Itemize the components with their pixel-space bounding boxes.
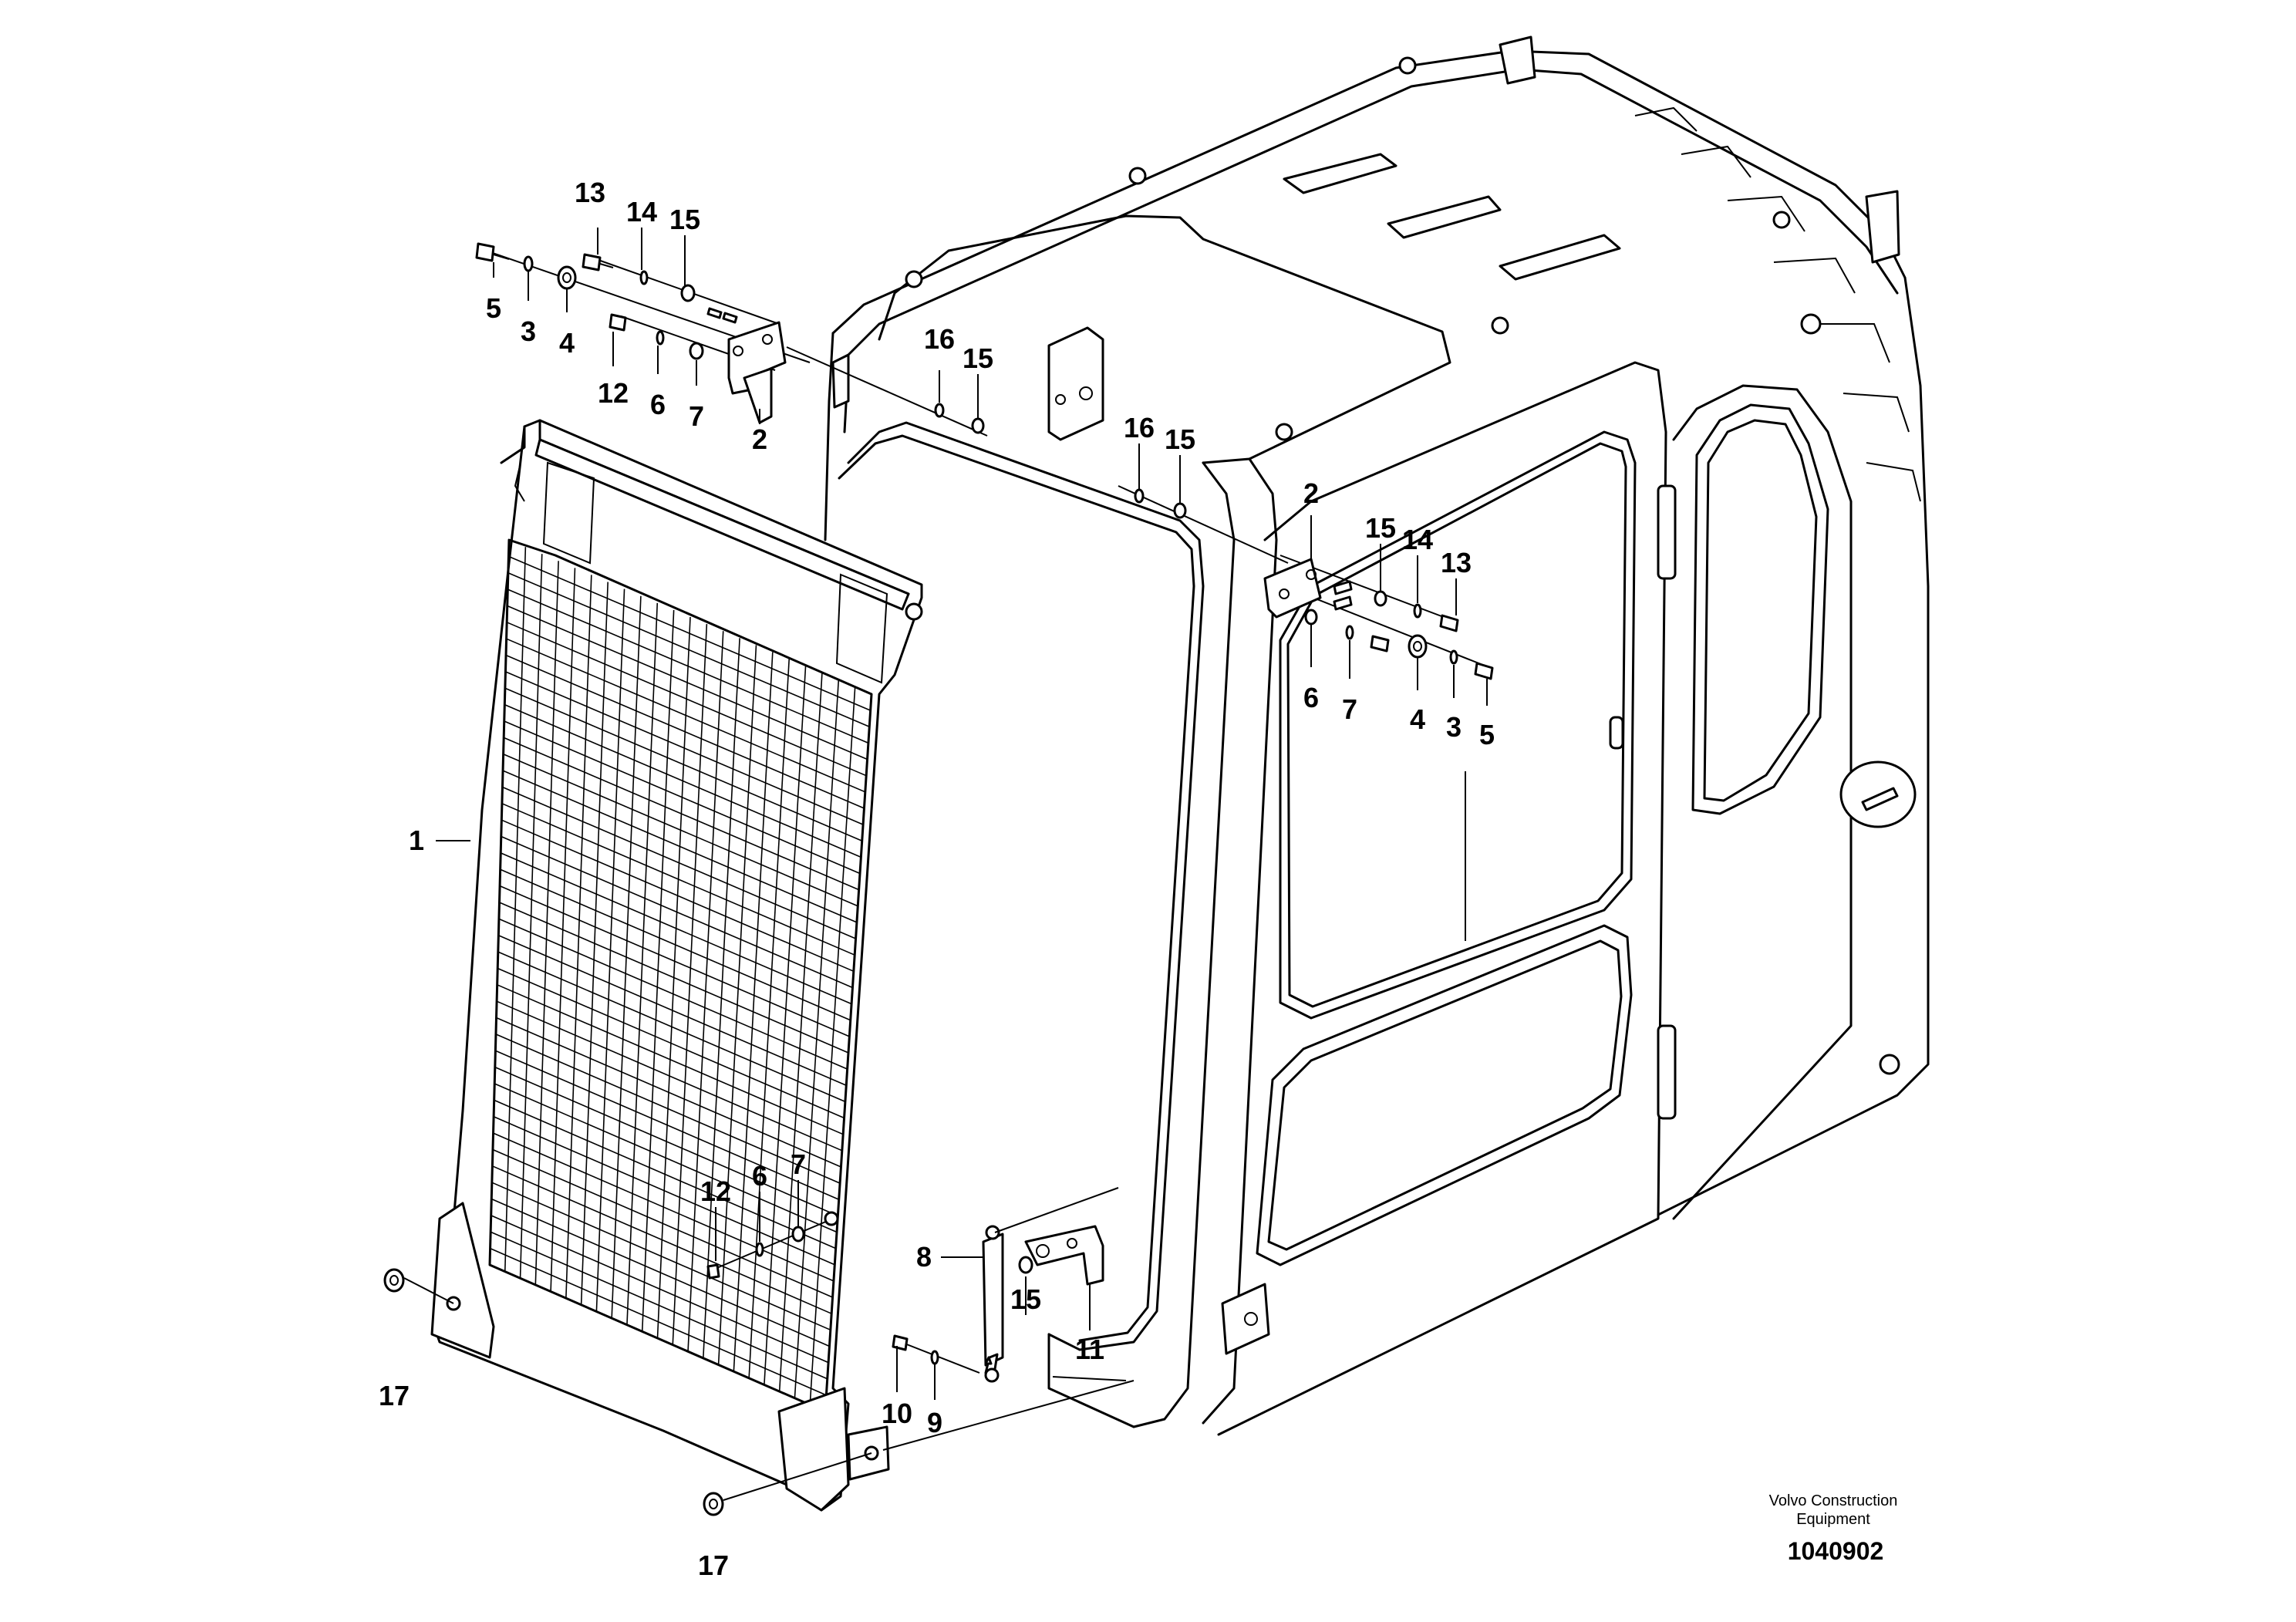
- mesh-grid-horizontal: [490, 555, 871, 1396]
- callout-15: 15: [1165, 423, 1195, 455]
- callout-7: 7: [689, 400, 704, 432]
- mesh-wire: [494, 1099, 836, 1249]
- mesh-wire: [500, 852, 852, 1005]
- callout-5: 5: [1479, 719, 1495, 750]
- front-guard-screen: [430, 419, 923, 1512]
- mesh-wire: [499, 902, 849, 1054]
- manufacturer-credit: Volvo Construction Equipment 1040902: [1769, 1492, 1898, 1565]
- callout-4: 4: [559, 327, 575, 359]
- callout-7: 7: [1342, 693, 1357, 725]
- operator-cab: [824, 35, 1930, 1436]
- mesh-wire: [495, 1050, 840, 1200]
- mesh-wire: [504, 687, 863, 841]
- mesh-grid-vertical: [504, 547, 856, 1405]
- callout-14: 14: [1402, 524, 1433, 555]
- mesh-wire: [505, 654, 865, 809]
- callout-11: 11: [1075, 1334, 1104, 1365]
- mesh-wire: [496, 1017, 841, 1168]
- fastener-group-upper-left: [475, 242, 988, 437]
- mesh-wire: [499, 885, 850, 1037]
- mesh-wire: [501, 835, 853, 989]
- mesh-wire: [507, 605, 868, 760]
- mesh-wire: [508, 555, 871, 711]
- mesh-wire: [501, 819, 855, 973]
- mesh-wire: [491, 1198, 830, 1347]
- mesh-wire: [494, 1083, 838, 1233]
- mesh-wire: [507, 572, 870, 728]
- callout-6: 6: [752, 1160, 767, 1192]
- callout-13: 13: [575, 177, 605, 208]
- mesh-wire: [503, 737, 859, 891]
- callout-15: 15: [963, 342, 993, 374]
- mesh-wire: [492, 1148, 833, 1298]
- callout-6: 6: [1303, 682, 1319, 713]
- mesh-wire: [497, 967, 845, 1119]
- mesh-wire: [504, 703, 861, 858]
- callout-12: 12: [598, 377, 629, 409]
- mesh-wire: [493, 1132, 834, 1282]
- callout-3: 3: [521, 315, 536, 347]
- callout-15: 15: [669, 204, 700, 235]
- mesh-wire: [503, 753, 858, 907]
- guard-washers-17: [383, 1268, 1135, 1516]
- mesh-wire: [491, 1215, 829, 1364]
- callout-2: 2: [1303, 477, 1319, 509]
- mesh-wire: [505, 671, 864, 825]
- callout-13: 13: [1441, 547, 1472, 578]
- mesh-wire: [502, 786, 856, 939]
- mesh-wire: [498, 918, 848, 1070]
- mesh-wire: [501, 803, 855, 956]
- callout-10: 10: [882, 1398, 912, 1429]
- callout-16: 16: [1124, 412, 1155, 443]
- callout-16: 16: [924, 323, 955, 355]
- credit-line-2: Equipment: [1796, 1511, 1870, 1528]
- mesh-wire: [497, 951, 846, 1103]
- callout-1: 1: [409, 824, 424, 856]
- mesh-wire: [507, 588, 869, 744]
- callout-9: 9: [927, 1407, 942, 1438]
- mesh-wire: [491, 1182, 831, 1331]
- callout-8: 8: [916, 1241, 932, 1273]
- mesh-wire: [494, 1066, 838, 1217]
- mesh-wire: [502, 770, 858, 923]
- mesh-wire: [497, 984, 844, 1135]
- callout-3: 3: [1446, 711, 1462, 743]
- mesh-wire: [493, 1115, 835, 1266]
- callout-17: 17: [379, 1380, 410, 1411]
- mesh-wire: [496, 1000, 843, 1152]
- credit-line-1: Volvo Construction: [1769, 1492, 1898, 1509]
- mesh-wire: [490, 1231, 828, 1380]
- mesh-wire: [498, 934, 847, 1087]
- callout-15: 15: [1365, 512, 1396, 544]
- callout-15: 15: [1010, 1283, 1041, 1315]
- callout-5: 5: [486, 292, 501, 324]
- mesh-wire: [495, 1034, 841, 1184]
- callout-6: 6: [650, 389, 666, 420]
- gas-strut-assembly: [892, 1187, 1119, 1383]
- callout-17: 17: [698, 1549, 729, 1581]
- document-number: 1040902: [1788, 1537, 1884, 1565]
- mesh-wire: [490, 1247, 827, 1396]
- fastener-group-upper-right: [1118, 485, 1494, 680]
- callout-labels: 1 2 2 3 3 4 4 5 5 6 6 6 7 7 7 8 9 10 11 …: [379, 177, 1495, 1581]
- fastener-group-lower-screen: [706, 1211, 839, 1280]
- mesh-wire: [506, 622, 867, 777]
- mesh-wire: [506, 638, 866, 793]
- mesh-wire: [504, 720, 861, 875]
- callout-14: 14: [626, 196, 657, 228]
- callout-2: 2: [752, 423, 767, 455]
- mesh-wire: [500, 868, 851, 1021]
- callout-12: 12: [700, 1175, 731, 1207]
- callout-leaders: [436, 228, 1488, 1400]
- mesh-wire: [492, 1165, 832, 1314]
- callout-7: 7: [791, 1148, 806, 1180]
- callout-4: 4: [1410, 703, 1425, 735]
